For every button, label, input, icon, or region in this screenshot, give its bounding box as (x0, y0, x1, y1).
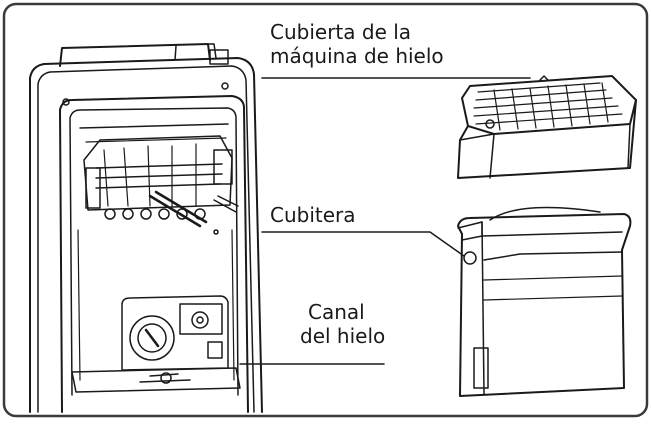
bucket-leader-line (261, 231, 465, 257)
ice-maker-cover-drawing (457, 75, 637, 179)
ice-chute-drawing (71, 295, 241, 393)
ice-maker-assembly (83, 135, 239, 235)
freezer-door-drawing (29, 43, 263, 413)
chute-label: Canal del hielo (300, 300, 385, 348)
ice-bucket-drawing (457, 206, 632, 397)
cover-label-line2: máquina de hielo (270, 44, 444, 68)
bucket-label-text: Cubitera (270, 203, 356, 227)
chute-label-line2: del hielo (300, 324, 386, 348)
cover-label-line1: Cubierta de la (270, 20, 412, 44)
leader-lines (239, 77, 531, 365)
chute-label-line1: Canal (308, 300, 365, 324)
outer-border (2, 2, 649, 418)
bucket-label: Cubitera (270, 203, 356, 227)
cover-label: Cubierta de la máquina de hielo (270, 20, 444, 68)
